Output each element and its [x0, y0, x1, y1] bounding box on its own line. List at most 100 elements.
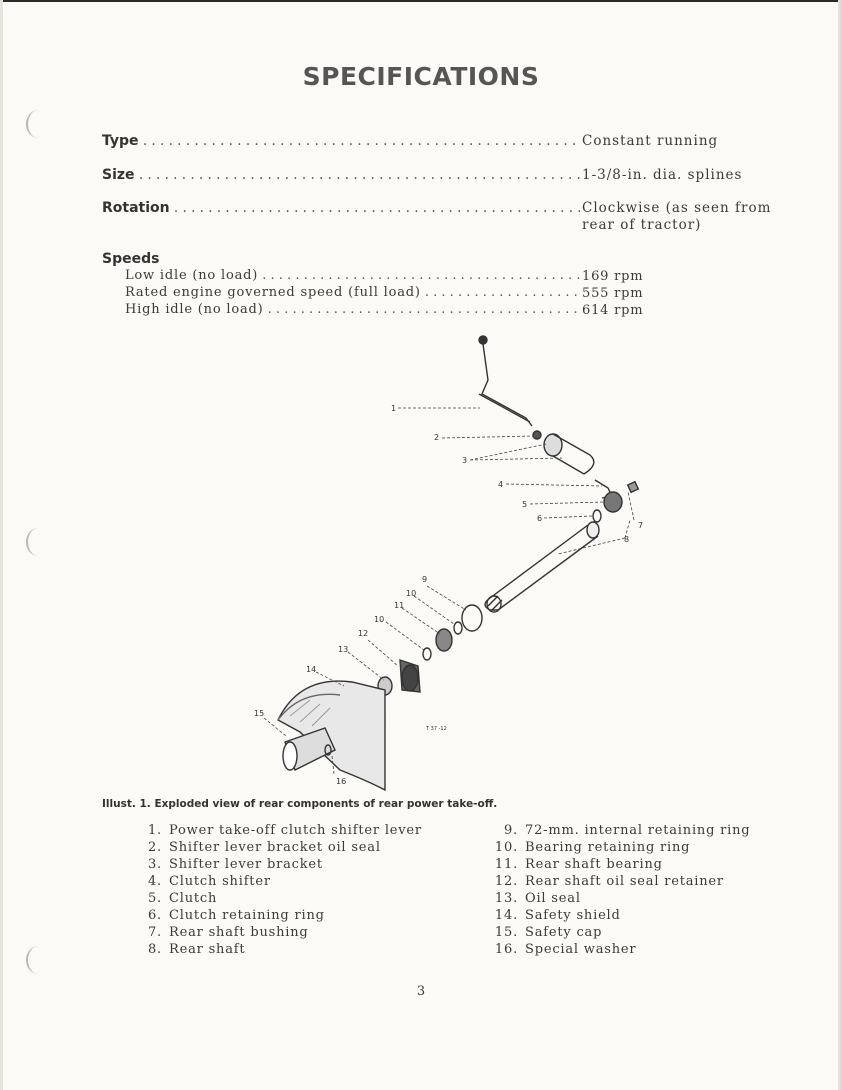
part-name: Bearing retaining ring — [525, 840, 691, 855]
page-right-edge — [838, 0, 842, 1090]
parts-list-right: 9. 72-mm. internal retaining ring 10. Bear… — [486, 822, 806, 958]
spec-label: Type — [102, 133, 139, 149]
callout-6: 6 — [537, 514, 542, 523]
figure-code: T 37 -12 — [425, 726, 447, 732]
speed-leader: Rated engine governed speed (full load) — [125, 285, 580, 300]
list-item: 15. Safety cap — [486, 924, 806, 941]
part-number: 16. — [494, 942, 518, 957]
spec-leader: Rotation — [102, 200, 580, 216]
speeds-heading: Speeds — [102, 251, 160, 267]
part-name: Oil seal — [525, 891, 581, 906]
callout-13: 13 — [338, 645, 348, 654]
part-number: 2. — [147, 840, 162, 855]
page-number: 3 — [416, 984, 426, 999]
internal-retaining-ring-part — [461, 604, 483, 632]
parts-list-left: 1. Power take-off clutch shifter lever 2.… — [130, 822, 460, 958]
callout-15: 15 — [254, 709, 264, 718]
part-name: Rear shaft — [169, 942, 246, 957]
part-name: Safety cap — [525, 925, 603, 940]
part-number: 5. — [147, 891, 162, 906]
list-item: 12. Rear shaft oil seal retainer — [486, 873, 806, 890]
list-item: 8. Rear shaft — [130, 941, 460, 958]
part-number: 1. — [147, 823, 162, 838]
part-name: Power take-off clutch shifter lever — [169, 823, 422, 838]
part-number: 6. — [147, 908, 162, 923]
speed-label: Rated engine governed speed (full load) — [125, 285, 421, 300]
caption-text: Exploded view of rear components of rear… — [154, 798, 498, 810]
list-item: 3.Shifter lever bracket — [130, 856, 460, 873]
list-item: 2. Shifter lever bracket oil seal — [130, 839, 460, 856]
part-number: 3. — [147, 857, 162, 872]
part-name: Rear shaft oil seal retainer — [525, 874, 724, 889]
part-number: 8. — [147, 942, 162, 957]
part-name: Clutch — [169, 891, 218, 906]
part-number: 10. — [494, 840, 518, 855]
speed-value: 169 rpm — [582, 269, 644, 284]
part-name: Safety shield — [525, 908, 621, 923]
callout-7: 7 — [638, 521, 643, 530]
part-number: 14. — [494, 908, 518, 923]
callout-10a: 10 — [406, 589, 416, 598]
spec-value: Clockwise (as seen from rear of tractor) — [582, 200, 772, 233]
safety-cap-part — [282, 727, 336, 771]
binder-hole-middle — [26, 528, 50, 556]
list-item: 14. Safety shield — [486, 907, 806, 924]
rear-shaft-bearing-part — [435, 628, 453, 652]
spec-leader: Size — [102, 167, 580, 183]
part-number: 12. — [494, 874, 518, 889]
bearing-retaining-ring-part — [422, 647, 432, 661]
spec-value: 1-3/8-in. dia. splines — [582, 167, 743, 183]
speed-leader: Low idle (no load) — [125, 268, 580, 283]
retaining-ring-part — [592, 509, 602, 523]
spec-label: Rotation — [102, 200, 170, 216]
safety-shield-part — [277, 680, 386, 792]
callout-12: 12 — [358, 629, 368, 638]
callout-16: 16 — [336, 777, 346, 786]
oil-seal-part — [532, 430, 542, 440]
list-item: 16. Special washer — [486, 941, 806, 958]
speed-value: 555 rpm — [582, 286, 644, 301]
list-item: 7.Rear shaft bushing — [130, 924, 460, 941]
callout-5: 5 — [522, 500, 527, 509]
spec-label: Size — [102, 167, 135, 183]
callout-14: 14 — [306, 665, 316, 674]
spec-value: Constant running — [582, 133, 719, 149]
exploded-view-diagram: 1 2 3 4 5 6 7 8 9 10 11 10 12 13 14 15 1… — [254, 335, 643, 792]
page-top-edge — [0, 0, 842, 2]
part-number: 15. — [494, 925, 518, 940]
list-item: 1. Power take-off clutch shifter lever — [130, 822, 460, 839]
list-item: 4.Clutch shifter — [130, 873, 460, 890]
part-name: Clutch retaining ring — [169, 908, 325, 923]
illustration-caption: Illust. 1. Exploded view of rear compone… — [102, 798, 497, 810]
part-name: Shifter lever bracket oil seal — [169, 840, 381, 855]
callout-4: 4 — [498, 480, 503, 489]
list-item: 5. Clutch — [130, 890, 460, 907]
callout-8: 8 — [624, 535, 629, 544]
spec-leader: Type — [102, 133, 580, 149]
callout-10b: 10 — [374, 615, 384, 624]
speed-value: 614 rpm — [582, 303, 644, 318]
part-number: 7. — [147, 925, 162, 940]
rear-shaft-part — [484, 521, 600, 613]
part-name: 72-mm. internal retaining ring — [525, 823, 751, 838]
leader-lines — [263, 407, 635, 775]
part-number: 9. — [503, 823, 518, 838]
list-item: 10. Bearing retaining ring — [486, 839, 806, 856]
callout-1: 1 — [391, 404, 396, 413]
bearing-retaining-ring-part — [453, 621, 463, 635]
callout-2: 2 — [434, 433, 439, 442]
special-washer-part — [324, 744, 332, 756]
binder-hole-top — [26, 110, 50, 138]
list-item: 11.Rear shaft bearing — [486, 856, 806, 873]
part-name: Rear shaft bearing — [525, 857, 663, 872]
part-number: 13. — [494, 891, 518, 906]
clutch-part — [603, 491, 623, 513]
callout-3: 3 — [462, 456, 467, 465]
list-item: 6. Clutch retaining ring — [130, 907, 460, 924]
oil-seal-retainer-part — [399, 659, 421, 693]
speed-leader: High idle (no load) — [125, 302, 580, 317]
list-item: 13. Oil seal — [486, 890, 806, 907]
caption-number: Illust. 1. — [102, 798, 151, 810]
part-name: Special washer — [525, 942, 637, 957]
shifter-lever-part — [478, 335, 533, 427]
